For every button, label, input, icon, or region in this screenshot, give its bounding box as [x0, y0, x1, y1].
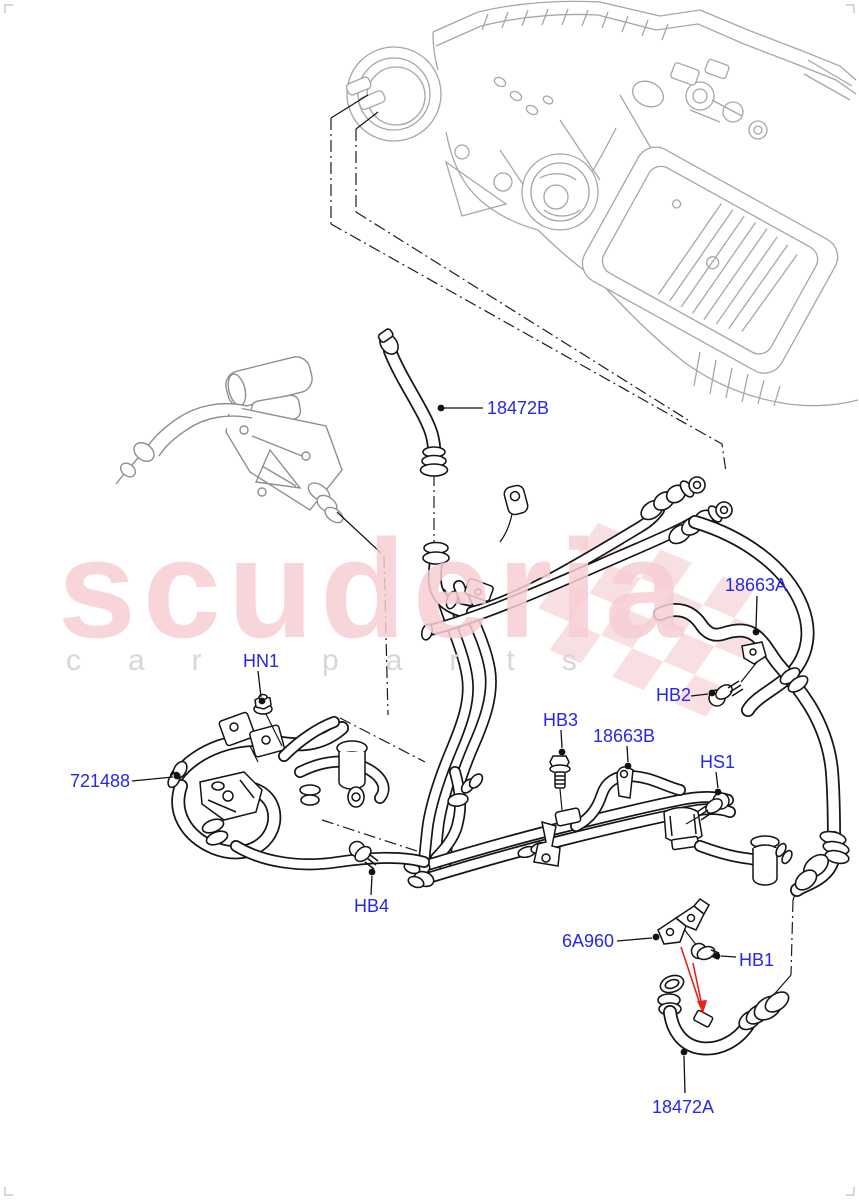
red-pointer-arrowhead-icon	[697, 1000, 707, 1014]
leader-dot-721488	[173, 772, 181, 780]
part-label-HB1[interactable]: HB1	[739, 950, 775, 970]
watermark-brand: scuderia	[58, 510, 690, 667]
part-label-HB2[interactable]: HB2	[656, 685, 692, 705]
leader-line-HB2	[690, 693, 709, 697]
leader-line-HB3	[560, 729, 563, 749]
hose-18663A	[660, 522, 850, 894]
heater-pipes-center	[420, 484, 688, 866]
leader-dot-HB4	[368, 868, 376, 876]
part-label-18663B[interactable]: 18663B	[593, 726, 656, 746]
bolt-HB3	[549, 755, 571, 811]
leader-line-HB1	[720, 955, 737, 958]
heater-pipes-lower	[403, 766, 793, 889]
bolt-HB2	[708, 661, 758, 707]
part-label-721488[interactable]: 721488	[70, 771, 131, 791]
part-label-HN1[interactable]: HN1	[243, 651, 280, 671]
leader-line-HN1	[257, 670, 262, 698]
bracket-6A960	[657, 898, 710, 945]
hose-assembly-721488	[167, 709, 424, 864]
bolt-HS1	[685, 792, 730, 825]
callout-annotations	[131, 404, 760, 1094]
part-label-18472B[interactable]: 18472B	[487, 398, 550, 418]
heater-hose-assembly-drawing	[167, 328, 850, 1049]
leader-dot-HN1	[258, 697, 266, 705]
hose-18472B	[377, 328, 449, 477]
red-pointer-line-2	[692, 962, 703, 1007]
nut-HN1	[253, 693, 273, 715]
leader-dot-HB3	[558, 748, 566, 756]
leader-dot-HS1	[714, 788, 722, 796]
part-label-HB3[interactable]: HB3	[543, 710, 579, 730]
leader-line-721488	[131, 776, 174, 782]
part-label-6A960[interactable]: 6A960	[562, 931, 615, 951]
leader-dot-6A960	[652, 933, 660, 941]
fasteners	[253, 661, 758, 961]
leader-line-HS1	[715, 771, 719, 789]
bolt-HB4	[348, 840, 379, 870]
part-label-18663A[interactable]: 18663A	[725, 575, 788, 595]
leader-dot-18663A	[752, 628, 760, 636]
corner-marks	[4, 4, 855, 1196]
auxiliary-pump-drawing	[115, 356, 344, 524]
leader-dot-18663B	[624, 762, 632, 770]
leader-line-18663A	[755, 595, 758, 629]
leader-line-HB4	[370, 875, 373, 896]
watermark-subtitle: car parts	[66, 644, 624, 677]
leader-dot-18472B	[437, 404, 445, 412]
part-label-HS1[interactable]: HS1	[700, 752, 736, 772]
leader-line-18663B	[626, 745, 629, 763]
part-label-18472A[interactable]: 18472A	[652, 1097, 715, 1117]
leader-line-18472A	[683, 1055, 686, 1094]
hose-18472A	[657, 974, 790, 1048]
bolt-HB1	[683, 928, 720, 961]
leader-dot-HB2	[708, 689, 716, 697]
leader-dot-18472A	[680, 1048, 688, 1056]
hvac-unit-drawing	[345, 0, 859, 407]
bracket-18663B	[616, 766, 634, 799]
leader-dot-HB1	[713, 952, 721, 960]
part-label-HB4[interactable]: HB4	[354, 896, 390, 916]
red-pointer-line-1	[680, 946, 701, 1005]
leader-line-6A960	[616, 937, 653, 942]
